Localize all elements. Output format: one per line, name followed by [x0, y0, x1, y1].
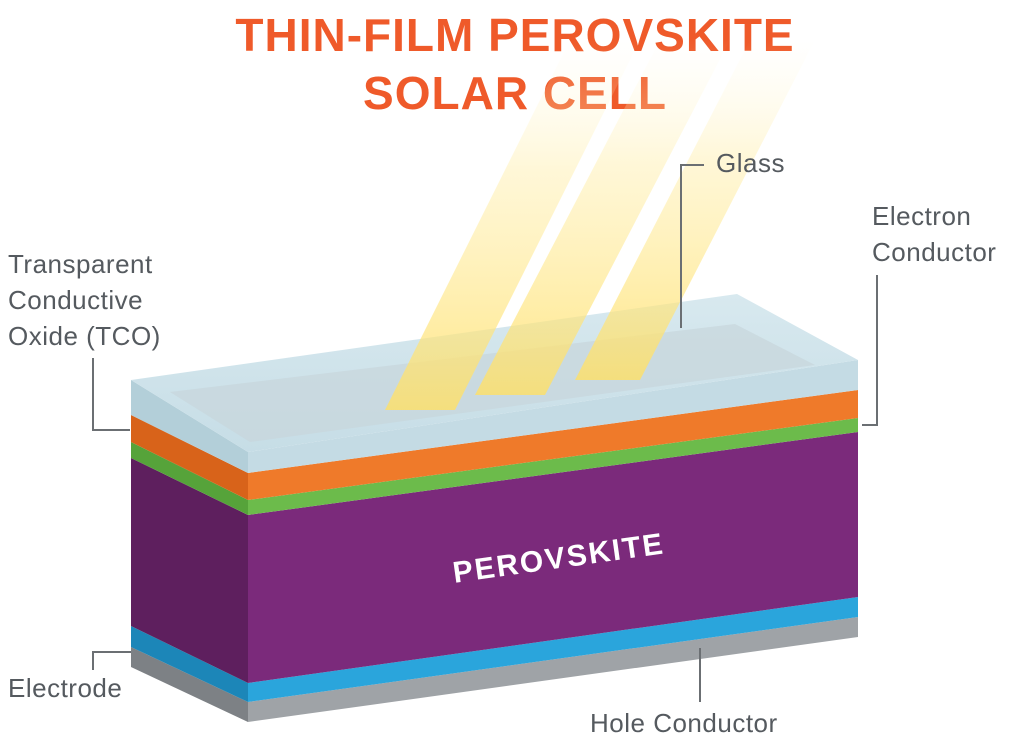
hole-conductor-front [248, 597, 858, 702]
glass-front [248, 360, 858, 473]
electron-conductor-label-line-2: Conductor [872, 237, 997, 267]
hole-conductor-side [131, 626, 248, 702]
tco-label-line-2: Conductive [8, 285, 144, 315]
electron-conductor-label: Electron Conductor [872, 198, 996, 270]
tco-side [131, 415, 248, 500]
perovskite-side [131, 458, 248, 683]
electrode-side [131, 647, 248, 722]
perovskite-front [248, 432, 858, 683]
light-beam-3 [575, 40, 815, 380]
glass-label: Glass [716, 148, 785, 178]
electron-conductor-side [131, 442, 248, 515]
glass-side [131, 380, 248, 473]
tco-label-line-1: Transparent [8, 249, 153, 279]
hole-conductor-label: Hole Conductor [590, 708, 778, 738]
electron-conductor-label-line-1: Electron [872, 201, 972, 231]
electrode-label: Electrode [8, 673, 123, 703]
light-beam-2 [475, 40, 730, 395]
glass-leader-line [680, 164, 704, 328]
light-beam-1 [385, 40, 640, 410]
tco-leader-line [92, 358, 130, 431]
electron-conductor-front [248, 418, 858, 515]
electron-conductor-leader-line [862, 275, 878, 426]
tco-label: Transparent Conductive Oxide (TCO) [8, 246, 161, 354]
tco-label-line-3: Oxide (TCO) [8, 321, 161, 351]
electrode-front [248, 617, 858, 722]
tco-front [248, 390, 858, 500]
electrode-leader-line [92, 651, 131, 670]
